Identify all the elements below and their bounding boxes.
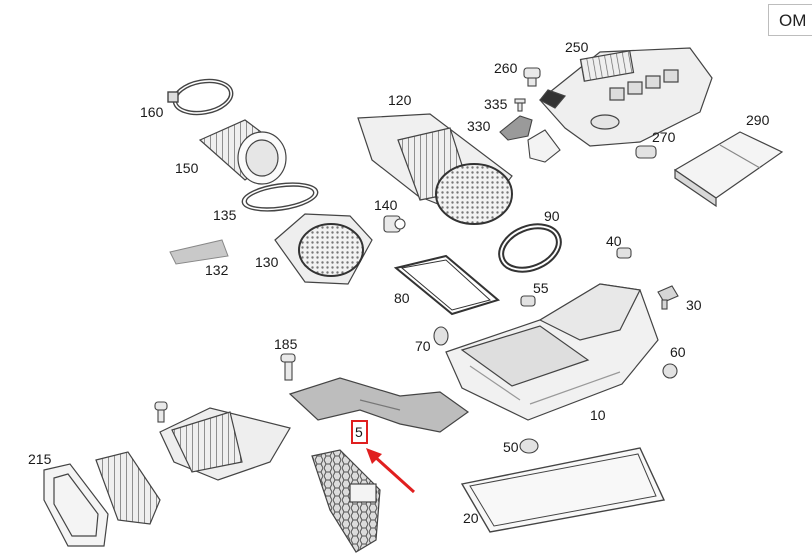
callout-50: 50 (503, 439, 519, 455)
callout-185: 185 (274, 336, 298, 352)
callout-260: 260 (494, 60, 518, 76)
corner-badge-text: OM (779, 11, 807, 30)
callout-250: 250 (565, 39, 589, 55)
sensor-30 (657, 285, 679, 310)
frame-215 (43, 463, 109, 547)
callout-132: 132 (205, 262, 229, 278)
callout-5: 5 (355, 424, 363, 440)
air-filter-box-10 (445, 283, 659, 421)
callout-150: 150 (175, 160, 199, 176)
callout-80: 80 (394, 290, 410, 306)
grommet-55 (520, 295, 536, 307)
callout-290: 290 (746, 112, 770, 128)
callout-30: 30 (686, 297, 702, 313)
intake-duct-left (159, 407, 291, 481)
callout-55: 55 (533, 280, 549, 296)
gasket-90 (498, 223, 562, 273)
clamp-ring-135 (241, 182, 319, 212)
engine-cover-250 (539, 47, 713, 147)
intake-hose-5 (288, 377, 470, 433)
callout-20: 20 (463, 510, 479, 526)
callout-160: 160 (140, 104, 164, 120)
callout-130: 130 (255, 254, 279, 270)
callout-120: 120 (388, 92, 412, 108)
filter-element-20 (460, 447, 666, 533)
screw-335 (514, 98, 526, 112)
clamp-140 (383, 215, 406, 233)
grommet-40 (616, 247, 632, 259)
clip-near-duct (154, 401, 168, 423)
callout-90: 90 (544, 208, 560, 224)
seal-frame-80 (393, 254, 501, 316)
callout-140: 140 (374, 197, 398, 213)
part-5-highlight-box (351, 420, 368, 444)
honeycomb-panel (311, 449, 381, 553)
grille-part (95, 451, 161, 525)
bracket-330 (499, 115, 561, 163)
foam-pad-132 (169, 239, 229, 265)
callout-335: 335 (484, 96, 508, 112)
intake-housing-130 (274, 213, 373, 285)
grommet-60 (662, 363, 678, 379)
callout-270: 270 (652, 129, 676, 145)
callout-60: 60 (670, 344, 686, 360)
band-clamp-160 (167, 78, 234, 116)
cover-plate-290 (673, 131, 784, 208)
callout-10: 10 (590, 407, 606, 423)
clip-260 (523, 67, 541, 87)
clip-185 (280, 353, 296, 381)
corner-badge[interactable]: OM (768, 4, 812, 36)
callout-70: 70 (415, 338, 431, 354)
grommet-270 (635, 145, 657, 159)
callout-135: 135 (213, 207, 237, 223)
pointer-arrow (366, 448, 416, 494)
callout-215: 215 (28, 451, 52, 467)
intake-duct-120 (357, 113, 513, 225)
grommet-50 (519, 438, 539, 454)
callout-40: 40 (606, 233, 622, 249)
callout-330: 330 (467, 118, 491, 134)
grommet-70 (433, 326, 449, 346)
bellows-150 (198, 119, 287, 185)
